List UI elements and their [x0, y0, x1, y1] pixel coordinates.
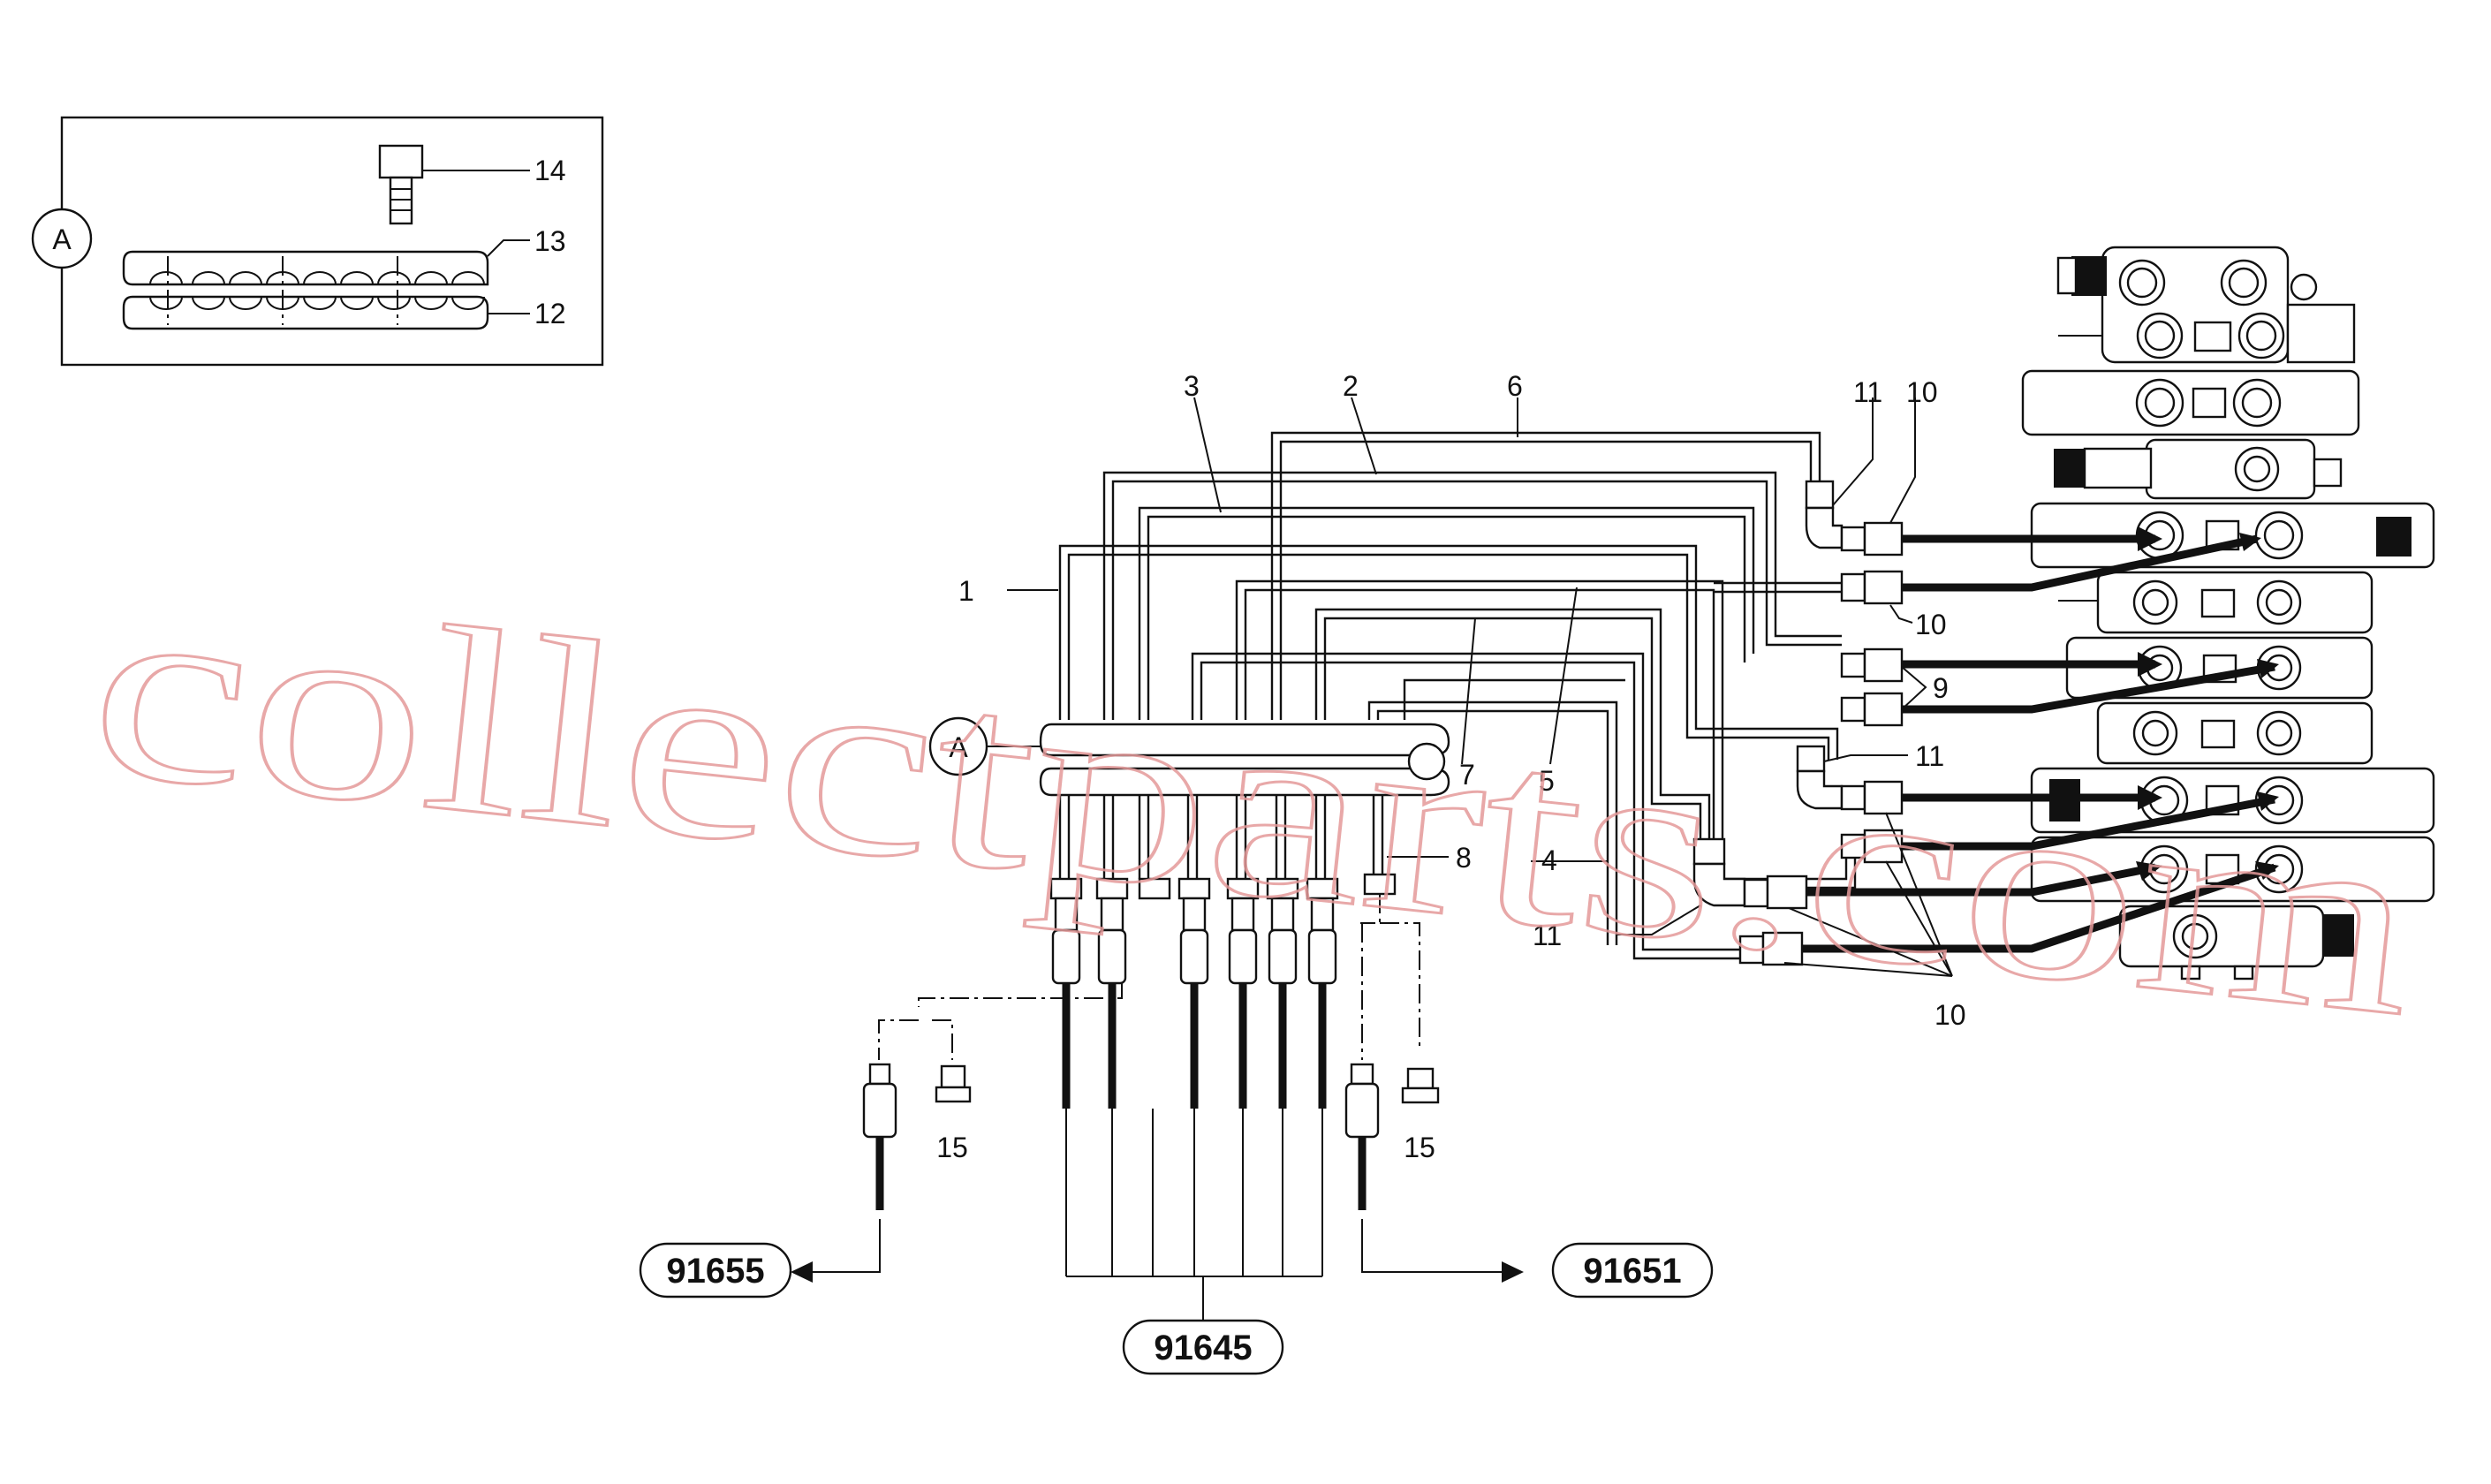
valve-section-5 [2058, 571, 2374, 634]
callout-14: 14 [534, 155, 566, 186]
valve-section-6 [2065, 636, 2374, 700]
svg-text:91655: 91655 [666, 1252, 764, 1291]
callout-4: 4 [1541, 844, 1557, 876]
callout-6: 6 [1507, 370, 1523, 402]
callout-11-bottom: 11 [1533, 920, 1562, 951]
callout-10-mid: 10 [1915, 609, 1947, 640]
valve-section-9 [2030, 836, 2435, 903]
ref-91651[interactable]: 91651 [1551, 1242, 1714, 1298]
clamp-upper-half [122, 250, 489, 286]
callout-2: 2 [1343, 370, 1359, 402]
pipe-clamp [1039, 723, 1450, 797]
callout-leaders [987, 397, 1953, 977]
clamp-lower-half [122, 256, 489, 330]
svg-text:91645: 91645 [1154, 1329, 1252, 1367]
valve-section-8 [2030, 767, 2435, 834]
view-a-marker-label: A [949, 731, 968, 763]
hoses-to-91645 [1062, 983, 1327, 1321]
left-alternative-parts: 15 [791, 983, 1123, 1283]
callout-12: 12 [534, 298, 566, 329]
valve-section-7 [2096, 701, 2374, 765]
detail-view-a: A 14 13 12 [31, 116, 604, 367]
callout-3: 3 [1184, 370, 1200, 402]
callout-5: 5 [1539, 765, 1555, 797]
callout-11-top: 11 [1853, 376, 1882, 408]
callout-11-mid: 11 [1915, 740, 1944, 772]
callout-15-right: 15 [1404, 1132, 1435, 1163]
right-alternative-parts: 15 [1344, 894, 1524, 1283]
ref-91645[interactable]: 91645 [1122, 1319, 1284, 1375]
bolt-part [378, 144, 424, 225]
callout-8: 8 [1456, 842, 1472, 874]
callout-7: 7 [1459, 759, 1475, 791]
view-a-marker-circle [928, 716, 988, 776]
detail-marker-label: A [52, 223, 72, 255]
control-valve-block [2021, 246, 2435, 980]
watermark: collectparts.com [80, 536, 2429, 1072]
valve-section-3 [2054, 438, 2343, 500]
valve-end-cover [2118, 905, 2354, 980]
callout-10-top: 10 [1906, 376, 1938, 408]
callout-1: 1 [958, 575, 974, 607]
callout-9: 9 [1933, 672, 1949, 704]
pipe-bundle [1058, 431, 1857, 960]
svg-text:91651: 91651 [1583, 1252, 1681, 1291]
ref-91655[interactable]: 91655 [639, 1242, 792, 1298]
valve-section-2 [2021, 369, 2360, 436]
callout-13: 13 [534, 225, 566, 257]
callout-15-left: 15 [936, 1132, 968, 1163]
detail-marker-circle [31, 208, 93, 269]
callout-10-bottom: 10 [1934, 999, 1966, 1031]
hose-fittings [1049, 873, 1397, 985]
valve-side-fittings [1692, 480, 2279, 966]
